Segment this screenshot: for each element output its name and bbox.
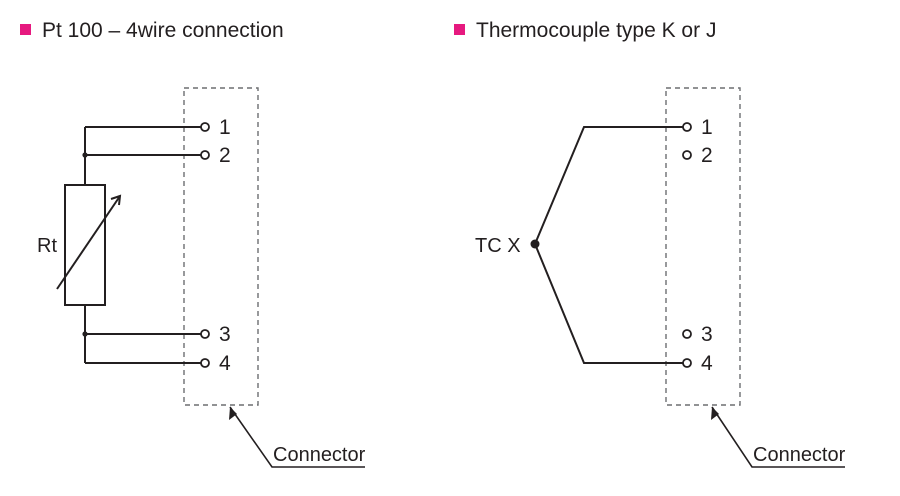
- pt100-terminal-4: [200, 358, 210, 368]
- tc-junction: [530, 239, 540, 249]
- tc-terminal-4: [682, 358, 692, 368]
- tc-terminal-3: [682, 329, 692, 339]
- tc-connector-leader: [711, 406, 845, 468]
- tc-terminal-2: [682, 150, 692, 160]
- thermocouple-panel: Thermocouple type K or J TC X 1 2 3 4 Co…: [454, 19, 846, 468]
- tc-title: Thermocouple type K or J: [476, 19, 716, 42]
- pt100-terminal-2: [200, 150, 210, 160]
- pt100-title: Pt 100 – 4wire connection: [42, 19, 284, 42]
- pt100-pin-3: 3: [219, 323, 231, 346]
- pt100-connector-label: Connector: [273, 444, 366, 466]
- tc-pin-3: 3: [701, 323, 713, 346]
- pt100-connector-arrowhead: [229, 407, 237, 420]
- pt100-terminal-1: [200, 122, 210, 132]
- pt100-junction-bottom: [82, 331, 88, 337]
- tc-connector-box: [665, 87, 741, 406]
- pt100-pin-4: 4: [219, 352, 231, 375]
- pt100-panel: Pt 100 – 4wire connection Rt 1 2 3 4 Con…: [20, 19, 366, 468]
- pt100-terminal-3: [200, 329, 210, 339]
- pt100-connector-leader: [229, 406, 365, 468]
- tc-junction-label: TC X: [475, 235, 521, 257]
- pt100-connector-box: [183, 87, 259, 406]
- rt-variable-arrow-line: [56, 195, 121, 290]
- tc-wire-lower: [534, 243, 683, 364]
- tc-pin-2: 2: [701, 144, 713, 167]
- pt100-title-bullet: [20, 24, 31, 35]
- tc-terminal-1: [682, 122, 692, 132]
- rt-label: Rt: [37, 235, 57, 257]
- tc-connector-label: Connector: [753, 444, 846, 466]
- tc-pin-1: 1: [701, 116, 713, 139]
- pt100-pin-2: 2: [219, 144, 231, 167]
- pt100-pin-1: 1: [219, 116, 231, 139]
- tc-wire-upper: [534, 126, 683, 245]
- tc-connector-arrowhead: [711, 407, 719, 420]
- pt100-junction-top: [82, 152, 88, 158]
- tc-title-bullet: [454, 24, 465, 35]
- rt-resistor: [64, 184, 106, 306]
- tc-pin-4: 4: [701, 352, 713, 375]
- rt-variable-arrow-head: [110, 194, 122, 206]
